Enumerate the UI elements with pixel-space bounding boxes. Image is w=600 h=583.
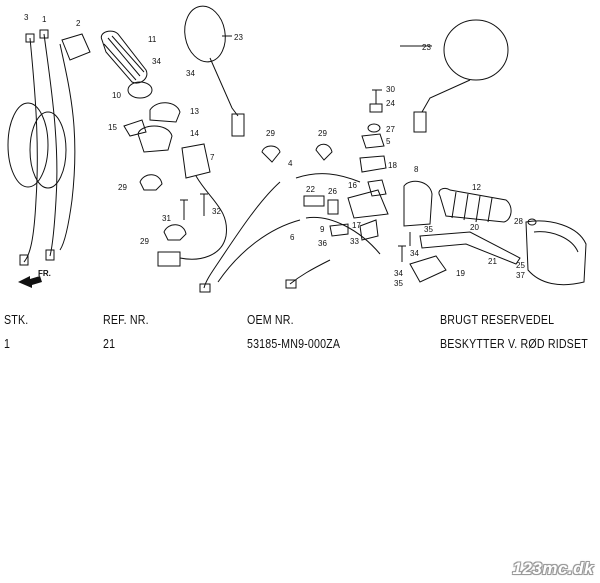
- callout-11: 11: [148, 35, 157, 44]
- callout-13: 13: [190, 107, 199, 116]
- callout-3: 3: [24, 13, 29, 22]
- callout-35: 35: [394, 279, 403, 288]
- callout-33: 33: [350, 237, 359, 246]
- left-mirror: [184, 5, 245, 137]
- callout-14: 14: [190, 129, 199, 138]
- callout-2: 2: [76, 19, 81, 28]
- callout-8: 8: [414, 165, 419, 174]
- callout-32: 32: [212, 207, 221, 216]
- callout-26: 26: [328, 187, 337, 196]
- front-direction-arrow: FR.: [18, 269, 51, 288]
- callout-15: 15: [108, 123, 117, 132]
- watermark: 123mc.dk: [512, 559, 594, 578]
- right-grip: [438, 187, 512, 223]
- callout-5: 5: [386, 137, 391, 146]
- callout-34: 34: [186, 69, 195, 78]
- header-ref: REF. NR.: [103, 312, 149, 327]
- callout-29: 29: [118, 183, 127, 192]
- cell-ref: 21: [103, 336, 116, 351]
- callout-17: 17: [352, 221, 361, 230]
- callout-4: 4: [288, 159, 293, 168]
- callout-31: 31: [162, 214, 171, 223]
- callout-34: 34: [410, 249, 419, 258]
- cell-oem: 53185-MN9-000ZA: [247, 336, 341, 351]
- callout-1: 1: [42, 15, 47, 24]
- callout-19: 19: [456, 269, 465, 278]
- callout-24: 24: [386, 99, 395, 108]
- parts-diagram: FR. 3 1 2 11 34 34 10 13 15 14 7 29 31 3…: [7, 5, 587, 293]
- callout-29: 29: [266, 129, 275, 138]
- callout-37: 37: [516, 271, 525, 280]
- callout-35: 35: [424, 225, 433, 234]
- switch-body: [181, 143, 211, 179]
- callout-34: 34: [152, 57, 161, 66]
- callout-20: 20: [470, 223, 479, 232]
- header-qty: STK.: [4, 312, 29, 327]
- callout-34: 34: [394, 269, 403, 278]
- switch-housing-lower: [137, 125, 173, 153]
- callout-9: 9: [320, 225, 325, 234]
- callout-23: 23: [422, 43, 431, 52]
- callout-27: 27: [386, 125, 395, 134]
- switch-housing-upper: [149, 102, 181, 123]
- throttle-cables: [7, 29, 76, 266]
- callout-10: 10: [112, 91, 121, 100]
- callout-12: 12: [472, 183, 481, 192]
- callout-23: 23: [234, 33, 243, 42]
- callout-7: 7: [210, 153, 215, 162]
- switch-lever: [123, 119, 147, 137]
- callout-22: 22: [306, 185, 315, 194]
- callout-36: 36: [318, 239, 327, 248]
- callout-6: 6: [290, 233, 295, 242]
- callout-29: 29: [318, 129, 327, 138]
- handguard: [525, 220, 587, 286]
- callout-30: 30: [386, 85, 395, 94]
- left-grip: [100, 30, 153, 99]
- header-description: BRUGT RESERVEDEL: [440, 312, 555, 327]
- callout-21: 21: [488, 257, 497, 266]
- throttle-cap: [61, 33, 91, 61]
- callout-16: 16: [348, 181, 357, 190]
- callout-labels: 3 1 2 11 34 34 10 13 15 14 7 29 31 32 29…: [24, 13, 525, 288]
- callout-28: 28: [514, 217, 523, 226]
- cell-description: BESKYTTER V. RØD RIDSET: [440, 336, 588, 351]
- right-mirror: [413, 19, 509, 133]
- callout-18: 18: [388, 161, 397, 170]
- cell-qty: 1: [4, 336, 11, 351]
- right-switch-housing: [403, 180, 433, 227]
- direction-label: FR.: [38, 269, 51, 278]
- callout-25: 25: [516, 261, 525, 270]
- brake-lever: [419, 231, 521, 265]
- callout-29: 29: [140, 237, 149, 246]
- connector: [157, 251, 181, 267]
- header-oem: OEM NR.: [247, 312, 294, 327]
